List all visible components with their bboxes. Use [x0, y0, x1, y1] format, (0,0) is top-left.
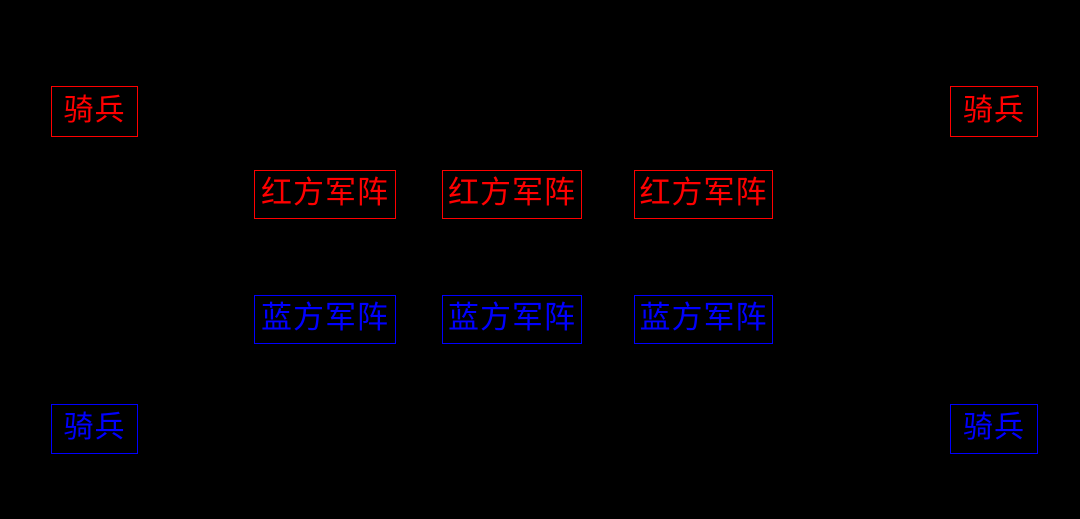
unit-label-blue-cavalry-right: 骑兵 [963, 410, 1025, 445]
unit-label-red-formation-2: 红方军阵 [448, 175, 576, 211]
unit-label-blue-cavalry-left: 骑兵 [63, 410, 126, 445]
unit-label-blue-formation-2: 蓝方军阵 [448, 300, 576, 336]
unit-box-red-formation-3[interactable]: 红方军阵 [634, 170, 773, 219]
unit-box-red-cavalry-right[interactable]: 骑兵 [950, 86, 1038, 137]
unit-box-red-cavalry-left[interactable]: 骑兵 [51, 86, 138, 137]
unit-box-blue-formation-2[interactable]: 蓝方军阵 [442, 295, 582, 344]
unit-box-blue-cavalry-right[interactable]: 骑兵 [950, 404, 1038, 454]
unit-label-blue-formation-1: 蓝方军阵 [261, 300, 389, 336]
unit-label-red-cavalry-left: 骑兵 [63, 92, 126, 128]
unit-box-red-formation-1[interactable]: 红方军阵 [254, 170, 396, 219]
unit-box-red-formation-2[interactable]: 红方军阵 [442, 170, 582, 219]
unit-box-blue-formation-1[interactable]: 蓝方军阵 [254, 295, 396, 344]
unit-label-red-formation-3: 红方军阵 [639, 175, 768, 211]
unit-label-blue-formation-3: 蓝方军阵 [639, 300, 768, 336]
unit-label-red-formation-1: 红方军阵 [261, 175, 389, 211]
unit-box-blue-cavalry-left[interactable]: 骑兵 [51, 404, 138, 454]
unit-box-blue-formation-3[interactable]: 蓝方军阵 [634, 295, 773, 344]
unit-label-red-cavalry-right: 骑兵 [963, 92, 1025, 128]
